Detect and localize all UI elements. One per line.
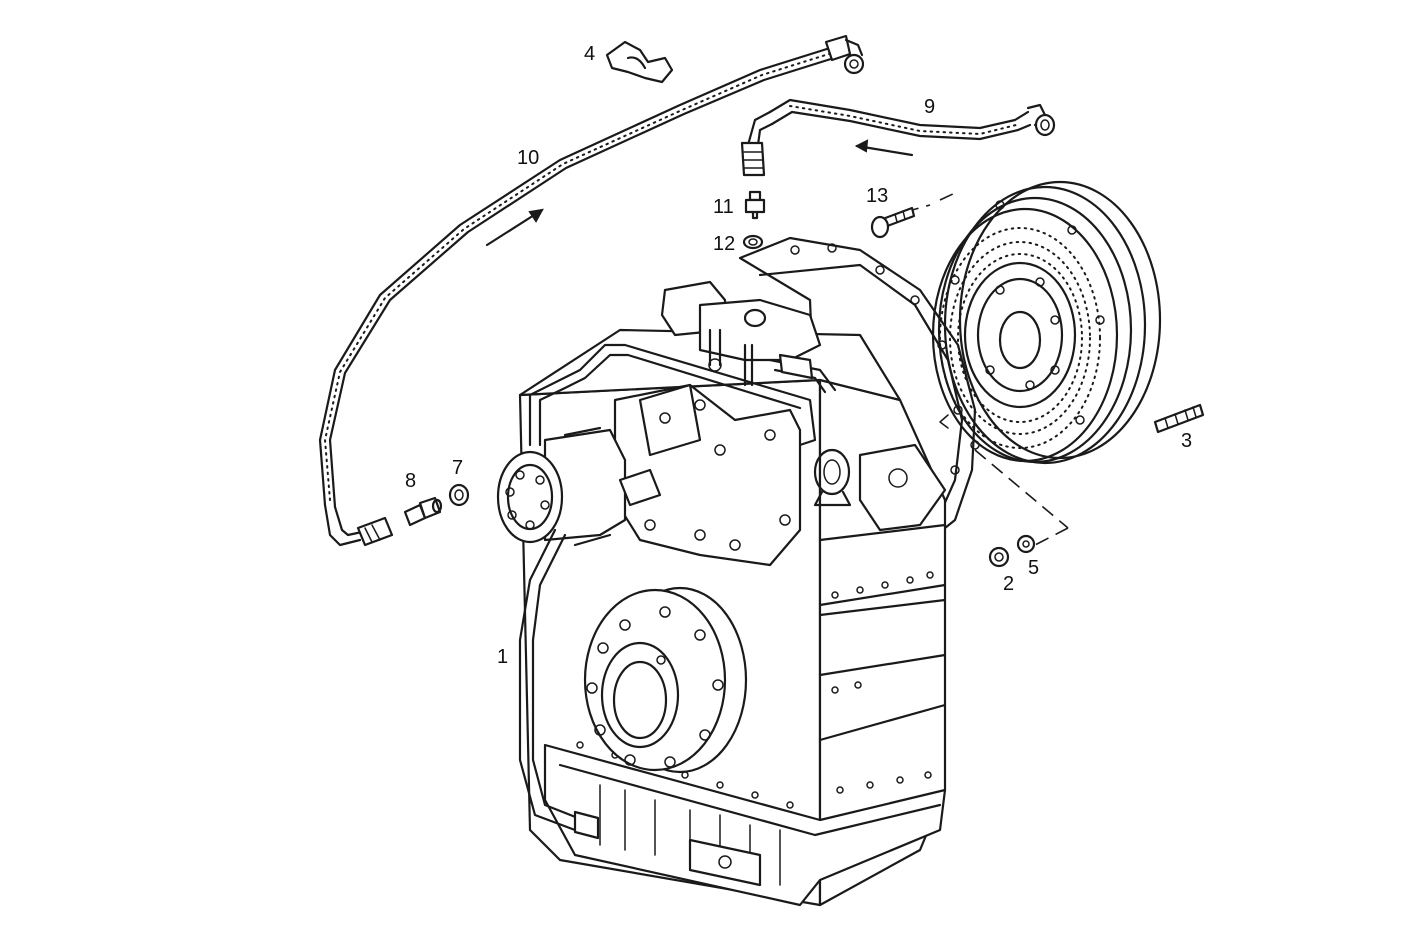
flange-holes (586, 606, 724, 768)
callout-10: 10 (517, 147, 539, 169)
side-pad (858, 443, 947, 532)
callout-8: 8 (405, 470, 416, 492)
callout-labels: 1 2 3 4 5 7 8 9 10 11 12 13 (405, 43, 1192, 668)
washer-part-7 (448, 483, 470, 507)
stud-part-3 (1153, 403, 1205, 434)
callout-5: 5 (1028, 557, 1039, 579)
flywheel-disc (931, 180, 1162, 465)
drain-block (688, 838, 762, 887)
nut-part-2 (988, 546, 1010, 568)
top-valve (698, 298, 822, 362)
bolt-part-13 (870, 206, 916, 239)
output-flange (583, 586, 748, 774)
callout-7: 7 (452, 457, 463, 479)
callout-9: 9 (924, 96, 935, 118)
callout-1: 1 (497, 646, 508, 668)
washer-part-12 (742, 234, 764, 250)
hose-part-9 (740, 98, 1056, 177)
flow-arrows (485, 139, 914, 247)
callout-3: 3 (1181, 430, 1192, 452)
washer-part-5 (1016, 534, 1036, 554)
pipe-part-1 (518, 528, 600, 840)
hose-part-10 (318, 34, 865, 547)
housing-piping (528, 280, 837, 447)
callout-11: 11 (713, 196, 734, 218)
callout-4: 4 (584, 43, 595, 65)
fitting-part-8 (403, 496, 443, 527)
lifting-eye (813, 448, 852, 507)
clamp-part-4 (605, 40, 674, 84)
callout-12: 12 (713, 233, 735, 255)
callout-13: 13 (866, 185, 888, 207)
callout-2: 2 (1003, 573, 1014, 595)
sensor-part-11 (744, 190, 766, 220)
valve-block (496, 383, 802, 567)
